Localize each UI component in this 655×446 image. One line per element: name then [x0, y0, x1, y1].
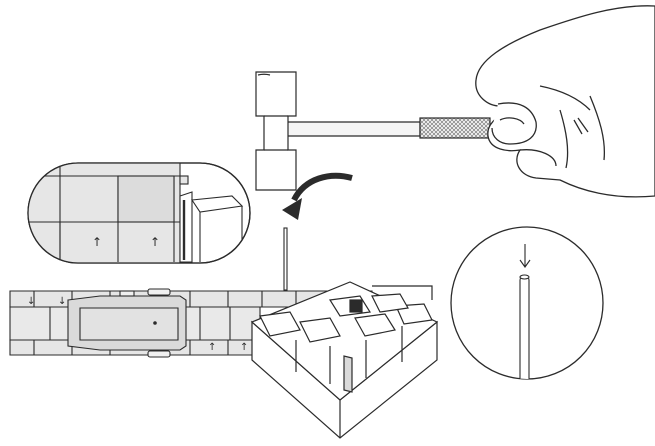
pin-punch-icon — [283, 227, 288, 291]
bracelet-band-icon: ↓ ↓ ↑ ↑ — [9, 288, 373, 358]
band-arrow-up-1: ↑ — [208, 342, 216, 353]
sizing-block-icon — [250, 281, 439, 439]
magnifier-callout-icon: ↑ ↑ — [27, 162, 251, 264]
pin-zoom-callout-icon — [450, 226, 604, 380]
pin-zoom-arrow — [519, 244, 531, 268]
band-arrow-down-2: ↓ — [58, 296, 66, 307]
callout-arrow-up-1: ↑ — [92, 235, 102, 249]
band-arrow-down-1: ↓ — [27, 296, 35, 307]
band-direction-arrows: ↓ ↓ ↑ ↑ — [27, 296, 248, 353]
bracelet-clasp — [67, 288, 187, 358]
curved-arrow-icon — [282, 172, 353, 220]
hammer-icon — [255, 71, 491, 191]
callout-arrow-up-2: ↑ — [150, 235, 160, 249]
band-arrow-up-2: ↑ — [240, 342, 248, 353]
hand-icon — [475, 5, 655, 198]
